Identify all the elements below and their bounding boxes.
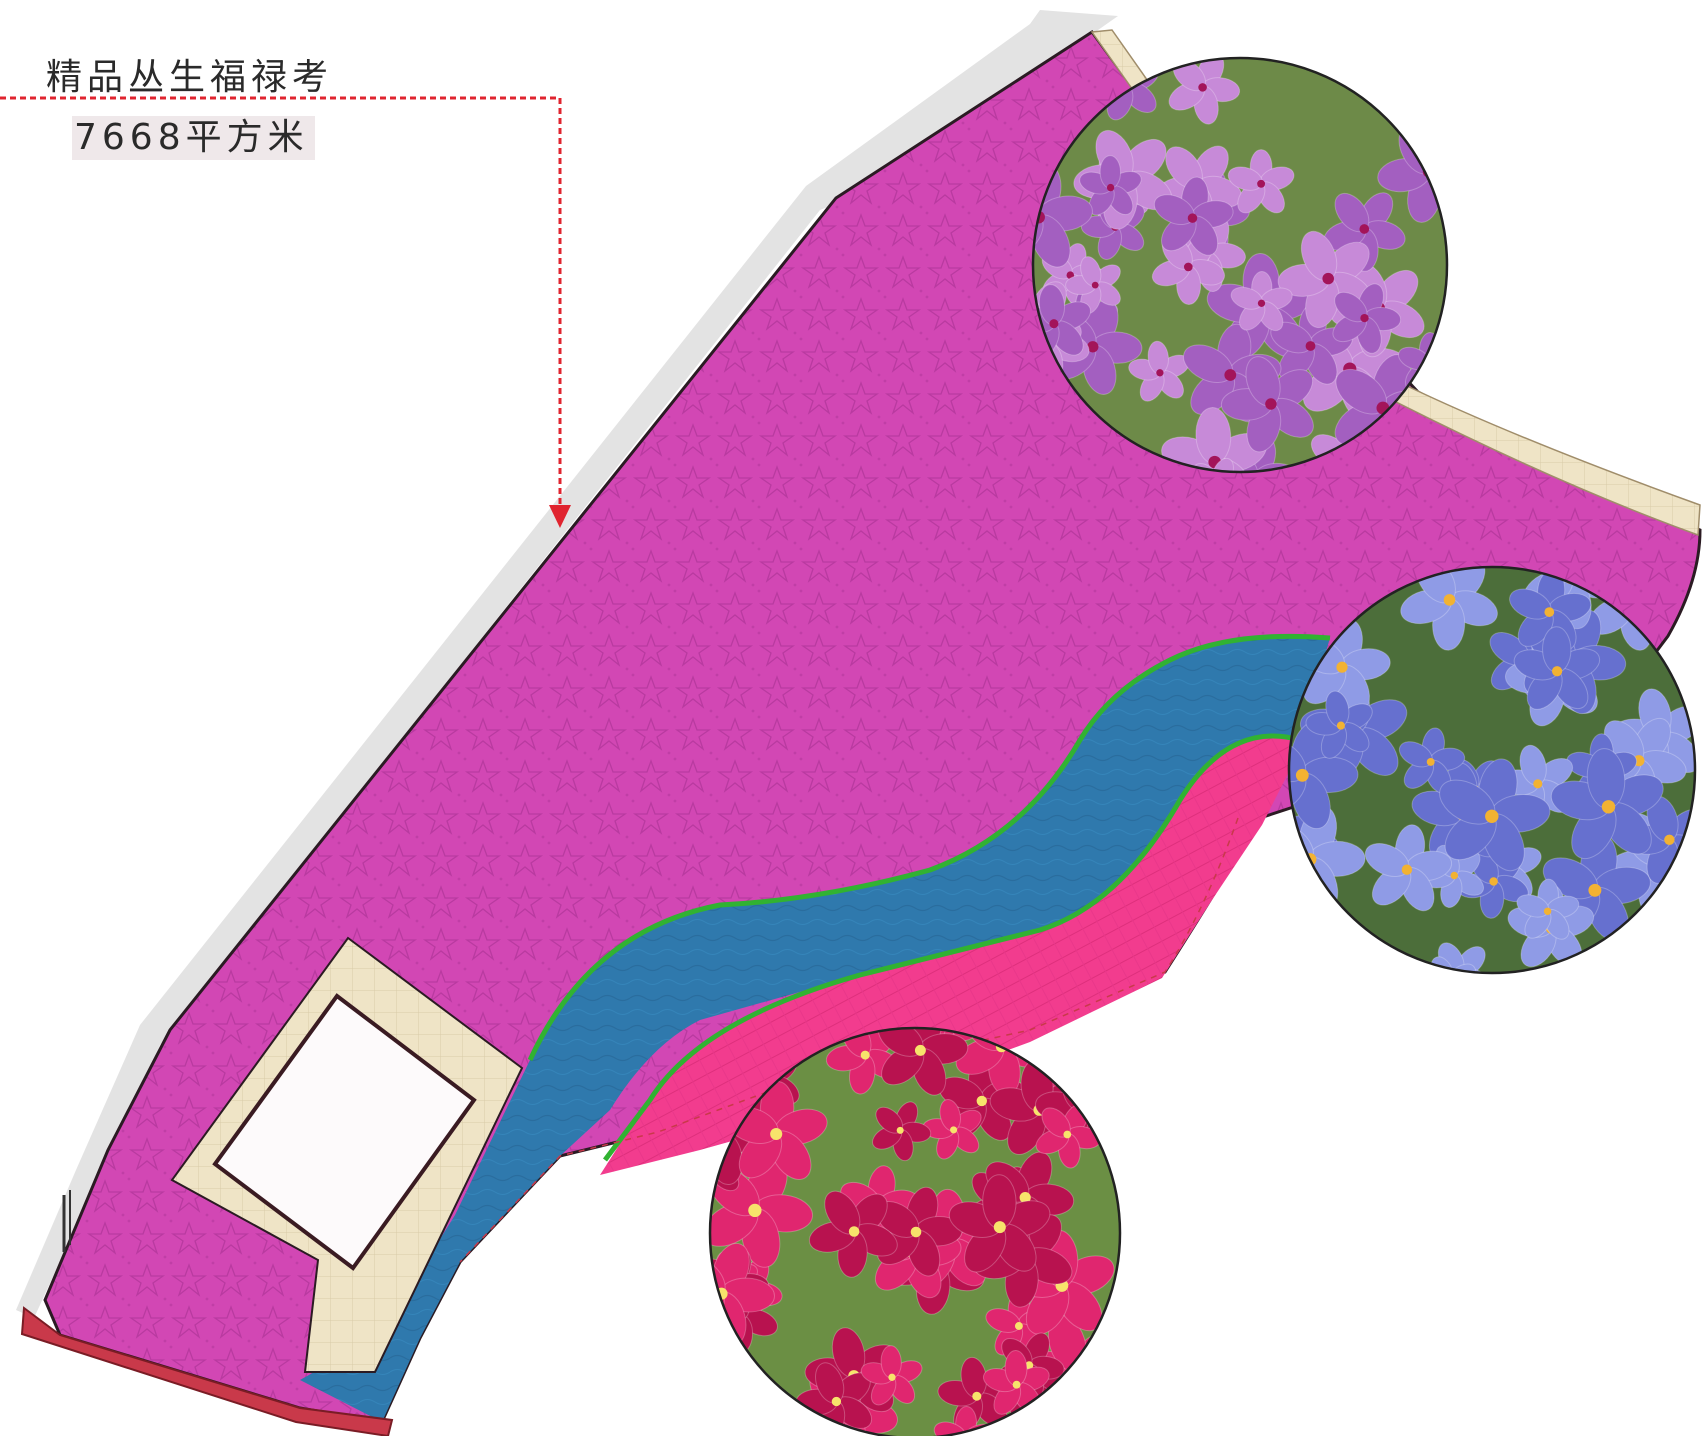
phlox-blossom (1289, 721, 1359, 830)
phlox-blossom (1332, 283, 1402, 354)
leader-arrowhead (549, 505, 571, 528)
phlox-blossom (948, 1174, 1051, 1273)
phlox-blossom (872, 1101, 932, 1162)
bottom-border-strip (20, 1306, 394, 1436)
blue-phlox-photo (1287, 565, 1697, 975)
phlox-blossom (1033, 284, 1091, 360)
phlox-blossom (1079, 155, 1142, 216)
phlox-blossom (1153, 176, 1234, 256)
phlox-blossom (1439, 758, 1551, 872)
leader-line (0, 96, 562, 515)
phlox-blossom (1035, 1103, 1101, 1169)
pink-planting-bed (600, 736, 1305, 1175)
phlox-blossom (1270, 303, 1353, 385)
phlox-blossom (1398, 727, 1466, 794)
phlox-blossom (1220, 356, 1314, 453)
phlox-blossom (808, 1190, 898, 1278)
paved-path-right (1390, 384, 1701, 537)
phlox-blossom (1513, 626, 1601, 710)
phlox-blossom (1128, 340, 1190, 402)
pink-lilac-phlox-photo (1031, 56, 1449, 474)
channel-edge-lower (603, 733, 1301, 1162)
water-channel (300, 636, 1330, 1422)
phlox-blossom (1227, 149, 1295, 214)
area-label: 7668平方米 (72, 116, 315, 160)
phlox-blossom (725, 1081, 828, 1180)
phlox-blossom (982, 1350, 1050, 1415)
channel-edge-upper (527, 633, 1331, 1062)
phlox-blossom (878, 1028, 969, 1096)
phlox-blossom (860, 1345, 923, 1406)
phlox-blossom (1305, 690, 1373, 759)
phlox-blossom (1550, 748, 1664, 860)
phlox-blossom (1168, 58, 1241, 125)
phlox-blossom (1516, 878, 1580, 940)
phlox-blossom (1230, 271, 1293, 332)
plant-name-label: 精品丛生福禄考 (46, 57, 334, 98)
building-footprint (212, 993, 477, 1271)
phlox-blossom (1364, 824, 1453, 912)
